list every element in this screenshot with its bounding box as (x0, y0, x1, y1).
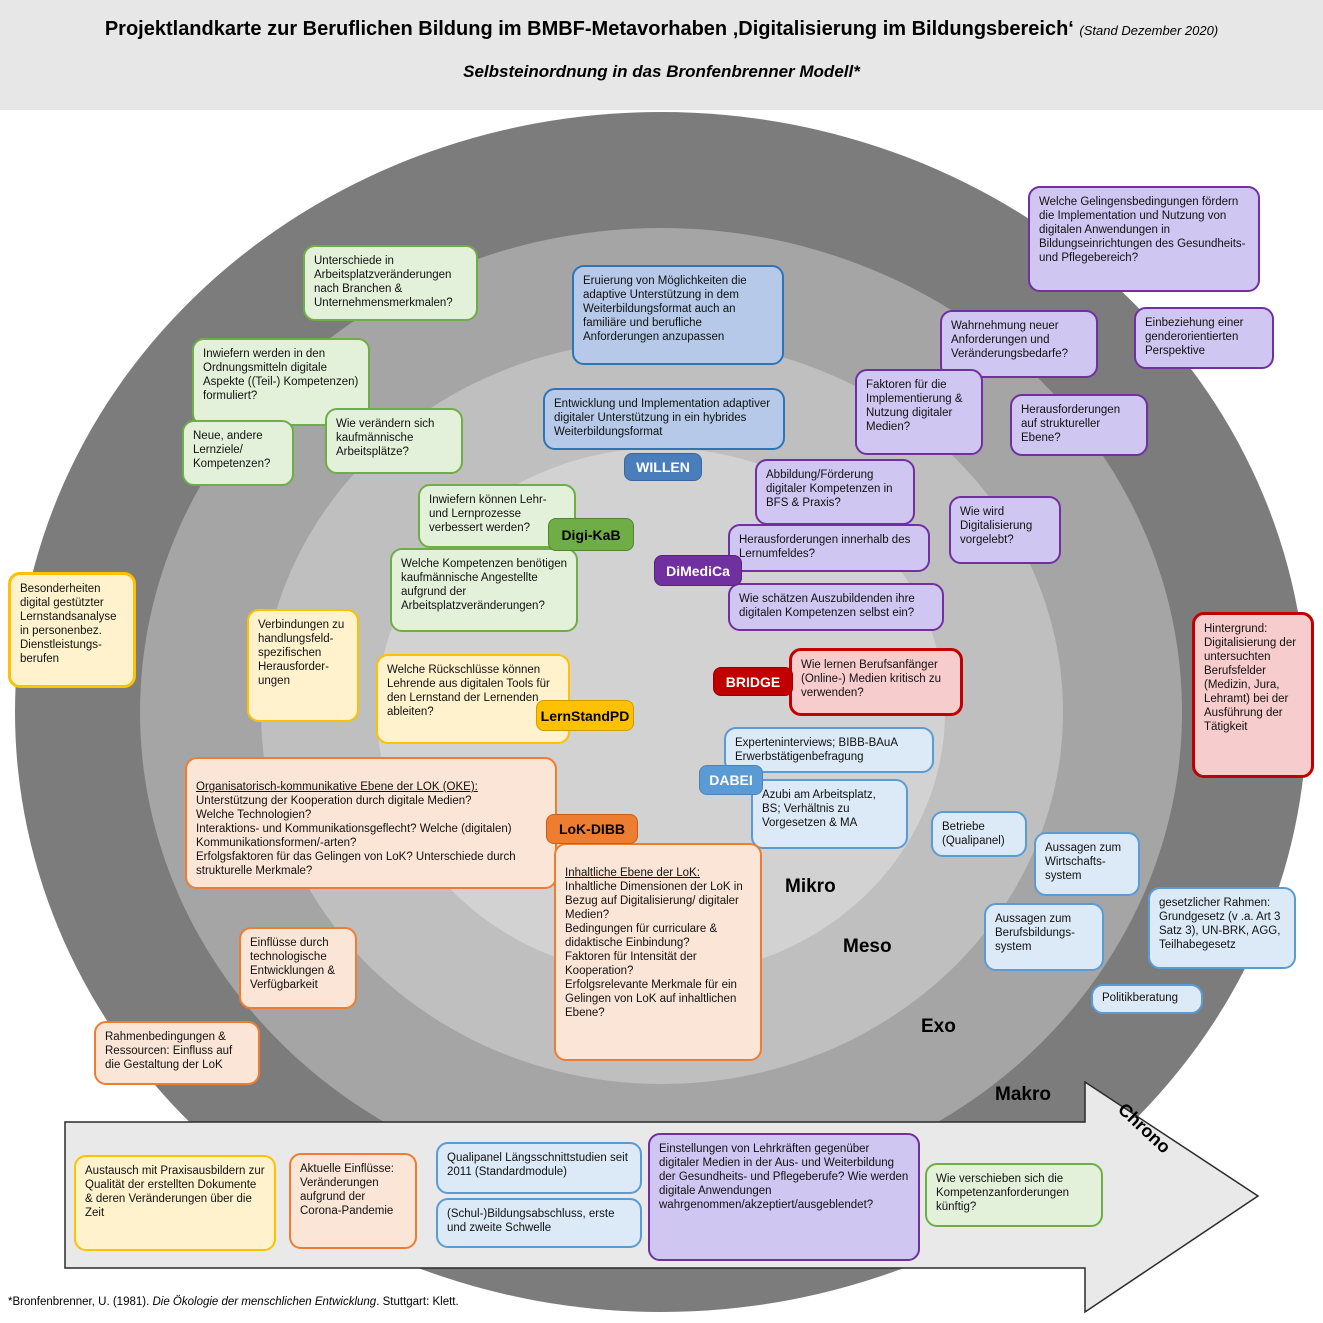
note-hintergrund: Hintergrund: Digitalisierung der untersu… (1192, 612, 1314, 778)
project-label-lok-dibb: LoK-DIBB (546, 814, 638, 844)
note-online-medien: Wie lernen Berufsanfänger (Online-) Medi… (789, 648, 963, 716)
project-label-bridge: BRIDGE (713, 667, 793, 696)
ring-label-meso: Meso (843, 936, 892, 957)
note-austausch: Austausch mit Praxisausbildern zur Quali… (74, 1155, 276, 1251)
note-qualipanel: Qualipanel Längsschnittstudien seit 2011… (436, 1142, 642, 1194)
note-unterschiede-arbeitsplatz: Unterschiede in Arbeitsplatzveränderunge… (303, 245, 478, 321)
note-oke-heading: Organisatorisch-kommunikative Ebene der … (196, 781, 478, 794)
project-label-dimedica: DiMediCa (654, 555, 742, 586)
note-inhaltliche-ebene: Inhaltliche Ebene der LoK:Inhaltliche Di… (554, 843, 762, 1061)
note-gelingensbedingungen: Welche Gelingensbedingungen fördern die … (1028, 186, 1260, 292)
project-label-lernstandpd: LernStandPD (536, 700, 634, 731)
page-subtitle: Selbsteinordnung in das Bronfenbrenner M… (463, 62, 860, 81)
note-kompetenzanforderungen: Wie verschieben sich die Kompetenzanford… (925, 1163, 1103, 1227)
project-label-digi-kab: Digi-KaB (548, 518, 634, 551)
note-digitalisierung-vorgelebt: Wie wird Digitalisierung vorgelebt? (949, 496, 1061, 564)
note-rahmenbedingungen: Rahmenbedingungen & Ressourcen: Einfluss… (94, 1021, 260, 1085)
page-title-text: Projektlandkarte zur Beruflichen Bildung… (104, 18, 1074, 40)
note-oke-body: Unterstützung der Kooperation durch digi… (196, 795, 516, 878)
note-kompetenzen-kaufm: Welche Kompetenzen benötigen kaufmännisc… (390, 548, 578, 632)
note-verbindungen: Verbindungen zu handlungsfeld-spezifisch… (247, 609, 359, 722)
note-faktoren-medien: Faktoren für die Implementierung & Nutzu… (855, 369, 983, 455)
page-title: Projektlandkarte zur Beruflichen Bildung… (0, 18, 1323, 41)
note-lernziele: Neue, andere Lernziele/ Kompetenzen? (182, 420, 294, 486)
note-selbsteinschaetzung: Wie schätzen Auszubildenden ihre digital… (728, 583, 944, 631)
header-band (0, 0, 1323, 110)
project-label-willen: WILLEN (624, 453, 702, 481)
note-betriebe: Betriebe (Qualipanel) (931, 811, 1027, 858)
note-inhaltliche-body: Inhaltliche Dimensionen der LoK in Bezug… (565, 881, 743, 1020)
note-herausforderungen-lernumfeld: Herausforderungen innerhalb des Lernumfe… (728, 524, 930, 572)
date-note: (Stand Dezember 2020) (1079, 23, 1219, 38)
note-bildungsabschluss: (Schul-)Bildungsabschluss, erste und zwe… (436, 1198, 642, 1248)
footnote: *Bronfenbrenner, U. (1981). Die Ökologie… (8, 1296, 459, 1308)
footnote-suffix: . Stuttgart: Klett. (376, 1296, 459, 1308)
note-politikberatung: Politikberatung (1091, 984, 1203, 1015)
note-entwicklung-implementation: Entwicklung und Implementation adaptiver… (543, 388, 785, 450)
note-eruierung: Eruierung von Möglichkeiten die adaptive… (572, 265, 784, 365)
note-technologische-einfluesse: Einflüsse durch technologische Entwicklu… (239, 927, 357, 1009)
ring-label-exo: Exo (921, 1016, 956, 1037)
note-herausforderungen-ebene: Herausforderungen auf struktureller Eben… (1010, 394, 1148, 456)
note-inhaltliche-heading: Inhaltliche Ebene der LoK: (565, 867, 700, 880)
ring-label-makro: Makro (995, 1084, 1051, 1105)
note-berufsbildungssystem: Aussagen zum Berufsbildungs-system (984, 903, 1104, 971)
note-azubi: Azubi am Arbeitsplatz, BS; Verhältnis zu… (751, 779, 908, 849)
note-corona: Aktuelle Einflüsse: Veränderungen aufgru… (289, 1153, 417, 1249)
note-abbildung-foerderung: Abbildung/Förderung digitaler Kompetenze… (755, 459, 915, 525)
project-label-dabei: DABEI (699, 765, 763, 795)
note-besonderheiten: Besonderheiten digital gestützter Lernst… (8, 572, 136, 688)
note-wirtschaftssystem: Aussagen zum Wirtschafts-system (1034, 832, 1140, 896)
note-oke: Organisatorisch-kommunikative Ebene der … (185, 757, 557, 889)
note-gesetzlicher-rahmen: gesetzlicher Rahmen: Grundgesetz (v .a. … (1148, 887, 1296, 969)
footnote-prefix: *Bronfenbrenner, U. (1981). (8, 1296, 153, 1308)
note-rueckschluesse: Welche Rückschlüsse können Lehrende aus … (376, 654, 570, 744)
note-einstellungen-lehrkraefte: Einstellungen von Lehrkräften gegenüber … (648, 1133, 920, 1261)
note-kaufm-arbeitsplaetze: Wie verändern sich kaufmännische Arbeits… (325, 408, 463, 474)
note-wahrnehmung: Wahrnehmung neuer Anforderungen und Verä… (940, 310, 1098, 378)
note-gender-perspektive: Einbeziehung einer genderorientierten Pe… (1134, 307, 1274, 369)
footnote-work-title: Die Ökologie der menschlichen Entwicklun… (152, 1296, 377, 1308)
ring-label-mikro: Mikro (785, 876, 836, 897)
